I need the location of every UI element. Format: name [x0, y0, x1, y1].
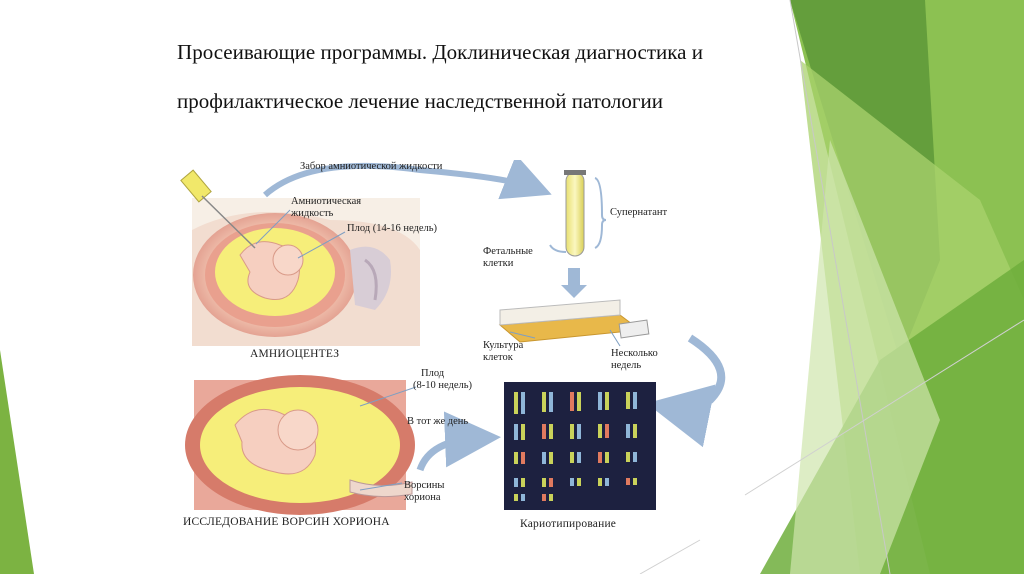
label-weeks-1: Несколько [611, 348, 658, 359]
test-tube-icon [549, 170, 607, 257]
label-culture-2: клеток [483, 352, 513, 363]
prenatal-diagnosis-diagram [180, 160, 726, 515]
arrow-down-icon [561, 268, 587, 298]
slide-title-line-1: Просеивающие программы. Доклиническая ди… [177, 40, 703, 64]
label-fetus-8-10-1: Плод [421, 368, 445, 379]
label-culture-1: Культура [483, 340, 524, 351]
label-fetus-8-10-2: (8-10 недель) [413, 380, 473, 391]
label-supernatant: Супернатант [610, 207, 668, 218]
caption-cvs: ИССЛЕДОВАНИЕ ВОРСИН ХОРИОНА [183, 516, 390, 528]
caption-karyotyping: Кариотипирование [520, 518, 617, 530]
arrow-to-karyotype [646, 334, 726, 448]
syringe-icon [180, 169, 256, 249]
label-amniotic-fluid-2: жидкость [291, 208, 334, 219]
cvs-illustration [185, 375, 415, 515]
green-panel-pale [790, 140, 940, 574]
thin-line-3 [639, 539, 701, 574]
label-same-day: В тот же день [407, 416, 469, 427]
label-amnio-sampling: Забор амниотической жидкости [300, 161, 443, 172]
thin-line-1 [789, 0, 891, 574]
arrow-to-tube [263, 160, 552, 200]
label-weeks-2: недель [611, 360, 642, 371]
slide-title-line-2: профилактическое лечение наследственной … [177, 89, 663, 113]
thin-line-2 [744, 319, 1024, 496]
label-villi-1: Ворсины [404, 480, 445, 491]
arrow-same-day [416, 411, 501, 472]
label-fetal-cells-2: клетки [483, 258, 514, 269]
label-amniotic-fluid-1: Амниотическая [291, 196, 362, 207]
label-fetus-14-16: Плод (14-16 недель) [347, 223, 438, 234]
label-villi-2: хориона [404, 492, 441, 503]
green-strip-left [0, 350, 34, 574]
caption-amniocentesis: АМНИОЦЕНТЕЗ [250, 348, 340, 360]
karyotype-image [504, 382, 656, 510]
label-fetal-cells-1: Фетальные [483, 246, 533, 257]
culture-flask-icon [498, 299, 650, 343]
